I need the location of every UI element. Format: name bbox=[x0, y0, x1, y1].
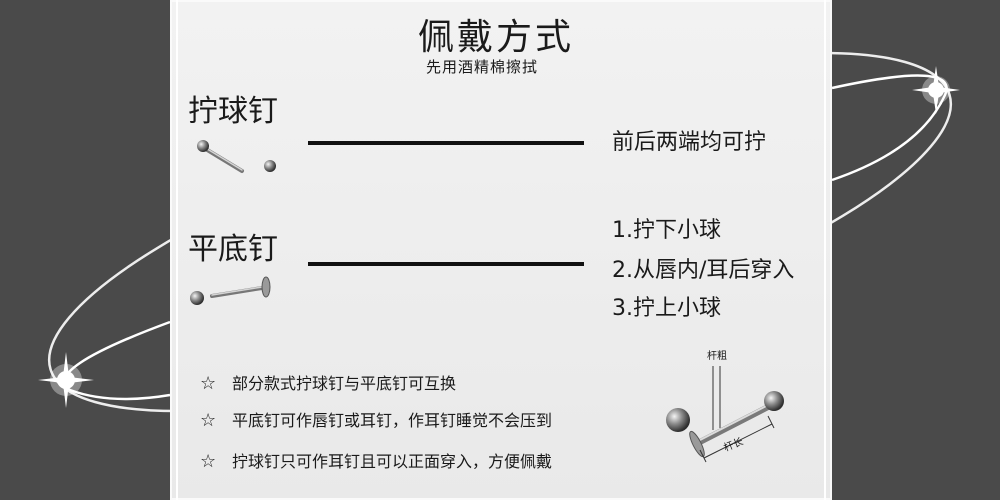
tip-item: ☆ 部分款式拧球钉与平底钉可互换 bbox=[200, 370, 456, 394]
star-icon: ☆ bbox=[200, 410, 217, 431]
flat-stud-heading: 平底钉 bbox=[188, 232, 278, 267]
star-icon: ☆ bbox=[200, 451, 217, 472]
tip-text: 拧球钉只可作耳钉且可以正面穿入，方便佩戴 bbox=[232, 452, 553, 471]
tip-item: ☆ 拧球钉只可作耳钉且可以正面穿入，方便佩戴 bbox=[200, 448, 552, 472]
tip-text: 部分款式拧球钉与平底钉可互换 bbox=[232, 374, 457, 393]
tip-text: 平底钉可作唇钉或耳钉，作耳钉睡觉不会压到 bbox=[232, 411, 553, 430]
flat-stud-step: 1.拧下小球 bbox=[612, 218, 721, 243]
ball-stud-heading: 拧球钉 bbox=[188, 94, 278, 129]
divider-line bbox=[308, 141, 584, 145]
sparkle-icon bbox=[912, 66, 960, 114]
tip-item: ☆ 平底钉可作唇钉或耳钉，作耳钉睡觉不会压到 bbox=[200, 407, 552, 431]
page-title: 佩戴方式 bbox=[418, 17, 575, 58]
star-icon: ☆ bbox=[200, 373, 217, 394]
thickness-label: 杆粗 bbox=[707, 351, 727, 362]
flat-stud-image bbox=[190, 276, 271, 305]
flat-stud-step: 3.拧上小球 bbox=[612, 296, 721, 321]
stud-dimension-diagram bbox=[666, 366, 784, 463]
sparkle-icon bbox=[38, 352, 94, 408]
ball-stud-image bbox=[197, 140, 276, 173]
flat-stud-step: 2.从唇内/耳后穿入 bbox=[612, 258, 795, 283]
page-subtitle: 先用酒精棉擦拭 bbox=[426, 58, 539, 76]
divider-line bbox=[308, 262, 584, 266]
content-panel bbox=[170, 0, 832, 500]
ball-stud-note: 前后两端均可拧 bbox=[612, 130, 767, 155]
